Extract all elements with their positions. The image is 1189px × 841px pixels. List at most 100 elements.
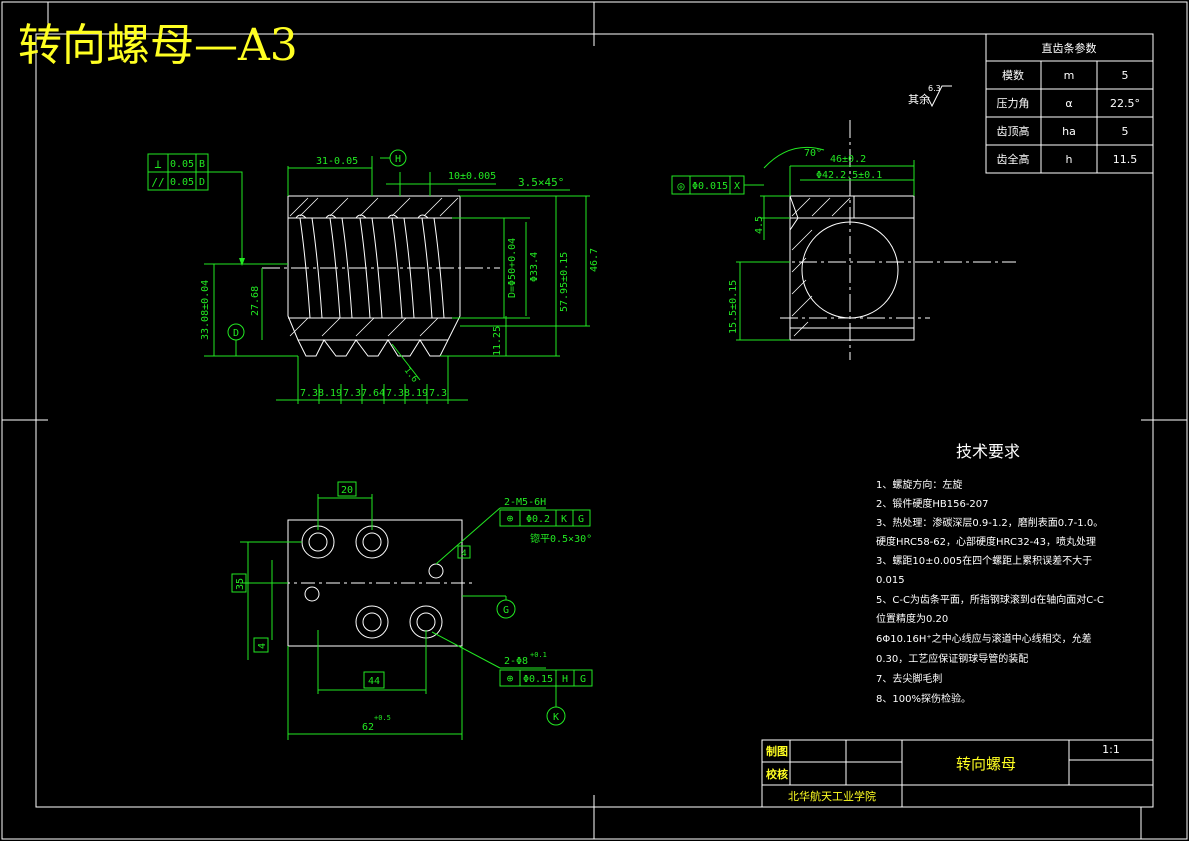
gear-table-header: 直齿条参数 [1042,41,1097,55]
dim-62-tol: +0.5 [374,714,391,722]
side-view: ◎ Φ0.015 X 46±0.2 70° [671,120,1016,360]
gear-row-symbol: α [1065,97,1072,110]
section-hatch [289,197,459,337]
datum-h: H [395,154,401,165]
inner-border [35,33,1154,808]
gear-row-name: 齿全高 [997,152,1030,166]
dim-angle: 70° [804,148,822,159]
tol-value: 0.05 [170,159,194,170]
hole-callout-2-tol: +0.1 [530,651,547,659]
dim-side-left-b: 15.5±0.15 [728,280,739,334]
tech-line: 0.015 [876,575,905,586]
gear-row-value: 5 [1122,69,1129,82]
hole-callout-2: 2-Φ8 [504,656,528,667]
dim-bottom: 7.64 [361,388,385,399]
datum-g: G [503,605,509,616]
surface-note-label: 其余 [908,92,930,106]
dim-bottom: 8.19 [404,388,428,399]
tech-line: 8、100%探伤检验。 [876,692,971,705]
dim-radius: 1.6 [402,366,420,385]
thread-lines [295,214,445,319]
dim-left-1: 33.08±0.04 [200,280,211,340]
gear-row-value: 5 [1122,125,1129,138]
dim-thread-dia: D=Φ50+0.04 [507,238,518,298]
tech-line: 硬度HRC58-62，心部硬度HRC32-43，喷丸处理 [876,535,1096,548]
tol-value: 0.05 [170,177,194,188]
tol-datum: B [199,159,205,170]
dim-44: 44 [368,676,380,687]
surface-note-value: 6.3 [928,84,941,93]
hole-note: 锪平0.5×30° [530,532,592,545]
gear-row-value: 22.5° [1110,97,1140,110]
tol-datum: G [578,514,584,525]
side-hatch [791,197,851,337]
dim-20: 20 [341,485,353,496]
dim-bottom: 7.3 [429,388,447,399]
tol-datum: G [580,674,586,685]
dim-bottom: 8.19 [318,388,342,399]
tol-symbol: ⊕ [507,512,514,525]
dim-bore-dia: Φ33.4 [529,252,540,282]
dim-chamfer: 3.5×45° [518,176,564,189]
tech-line: 1、螺旋方向：左旋 [876,478,962,491]
tol-symbol: ⊕ [507,672,514,685]
title-block-draw: 制图 [766,744,788,758]
dim-side-dia: Φ42.2.5±0.1 [816,170,882,181]
dim-62: 62 [362,722,374,733]
surface-roughness-note: 其余 6.3 [908,84,952,108]
hole-callout-1: 2-M5-6H [504,497,546,508]
tech-line: 3、热处理：渗碳深层0.9-1.2，磨削表面0.7-1.0。 [876,516,1103,529]
datum-k: K [553,712,559,723]
tech-line: 7、去尖脚毛刺 [876,672,942,685]
dim-35: 35 [235,578,246,590]
gear-row-value: 11.5 [1113,153,1138,166]
drawing-title: 转向螺母—A3 [18,20,298,71]
technical-requirements: 技术要求 1、螺旋方向：左旋 2、锻件硬度HB156-207 3、热处理：渗碳深… [876,442,1104,705]
title-block-part-name: 转向螺母 [956,755,1016,773]
title-block: 制图 校核 转向螺母 1:1 北华航天工业学院 [761,739,1154,808]
tol-datum: K [561,514,567,525]
tol-symbol: ⊥ [154,157,161,171]
top-view: 20 35 4 44 62 +0.5 2-M5-6H ⊕ Φ0.2 K G 锪平… [231,481,593,740]
tol-datum: X [734,181,740,192]
tech-line: 0.30，工艺应保证钢球导管的装配 [876,652,1028,665]
dim-bottom: 7.3 [300,388,318,399]
dim-pitch: 10±0.005 [448,171,496,182]
gear-row-symbol: h [1066,153,1073,166]
tol-symbol: ◎ [677,179,684,193]
dim-tooth-depth: 11.25 [492,326,503,356]
tol-symbol: // [151,176,164,189]
front-view: ⊥ 0.05 B // 0.05 D [147,149,600,404]
dim-height-2: 46.7 [589,248,600,272]
tol-value: Φ0.2 [526,514,550,525]
title-block-check: 校核 [766,767,788,781]
tol-datum: D [199,177,205,188]
gear-row-name: 压力角 [997,97,1030,110]
dim-left-2: 27.68 [250,286,261,316]
dim-top-length: 31-0.05 [316,156,358,167]
dim-side-left-a: 4.5 [754,216,765,234]
datum-d: D [233,328,239,339]
title-block-scale: 1:1 [1102,743,1120,756]
gear-row-symbol: ha [1062,125,1076,138]
dim-bottom: 7.3 [386,388,404,399]
tech-line: 6Φ10.16H⁺之中心线应与滚道中心线相交，允差 [876,632,1092,645]
gear-table: 直齿条参数 模数 m 5 压力角 α 22.5° 齿顶高 ha 5 齿全高 h … [985,33,1154,174]
dim-height-1: 57.95±0.15 [559,252,570,312]
gear-row-name: 齿顶高 [997,124,1030,138]
tech-line: 3、螺距10±0.005在四个螺距上累积误差不大于 [876,554,1092,567]
tech-line: 5、C-C为齿条平面，所指钢球滚到d在轴向面对C-C [876,593,1104,606]
gear-row-name: 模数 [1002,69,1024,82]
tol-value: Φ0.015 [692,181,728,192]
gear-row-symbol: m [1064,69,1075,82]
dim-4: 4 [257,643,268,649]
dim-side-top: 46±0.2 [830,154,866,165]
title-block-school: 北华航天工业学院 [788,789,876,803]
tech-heading: 技术要求 [956,442,1020,461]
rack-teeth [297,339,449,357]
dim-bottom: 7.3 [343,388,361,399]
tech-line: 2、锻件硬度HB156-207 [876,497,989,510]
tech-line: 位置精度为0.20 [876,612,948,625]
dim-small: 4 [461,549,466,559]
